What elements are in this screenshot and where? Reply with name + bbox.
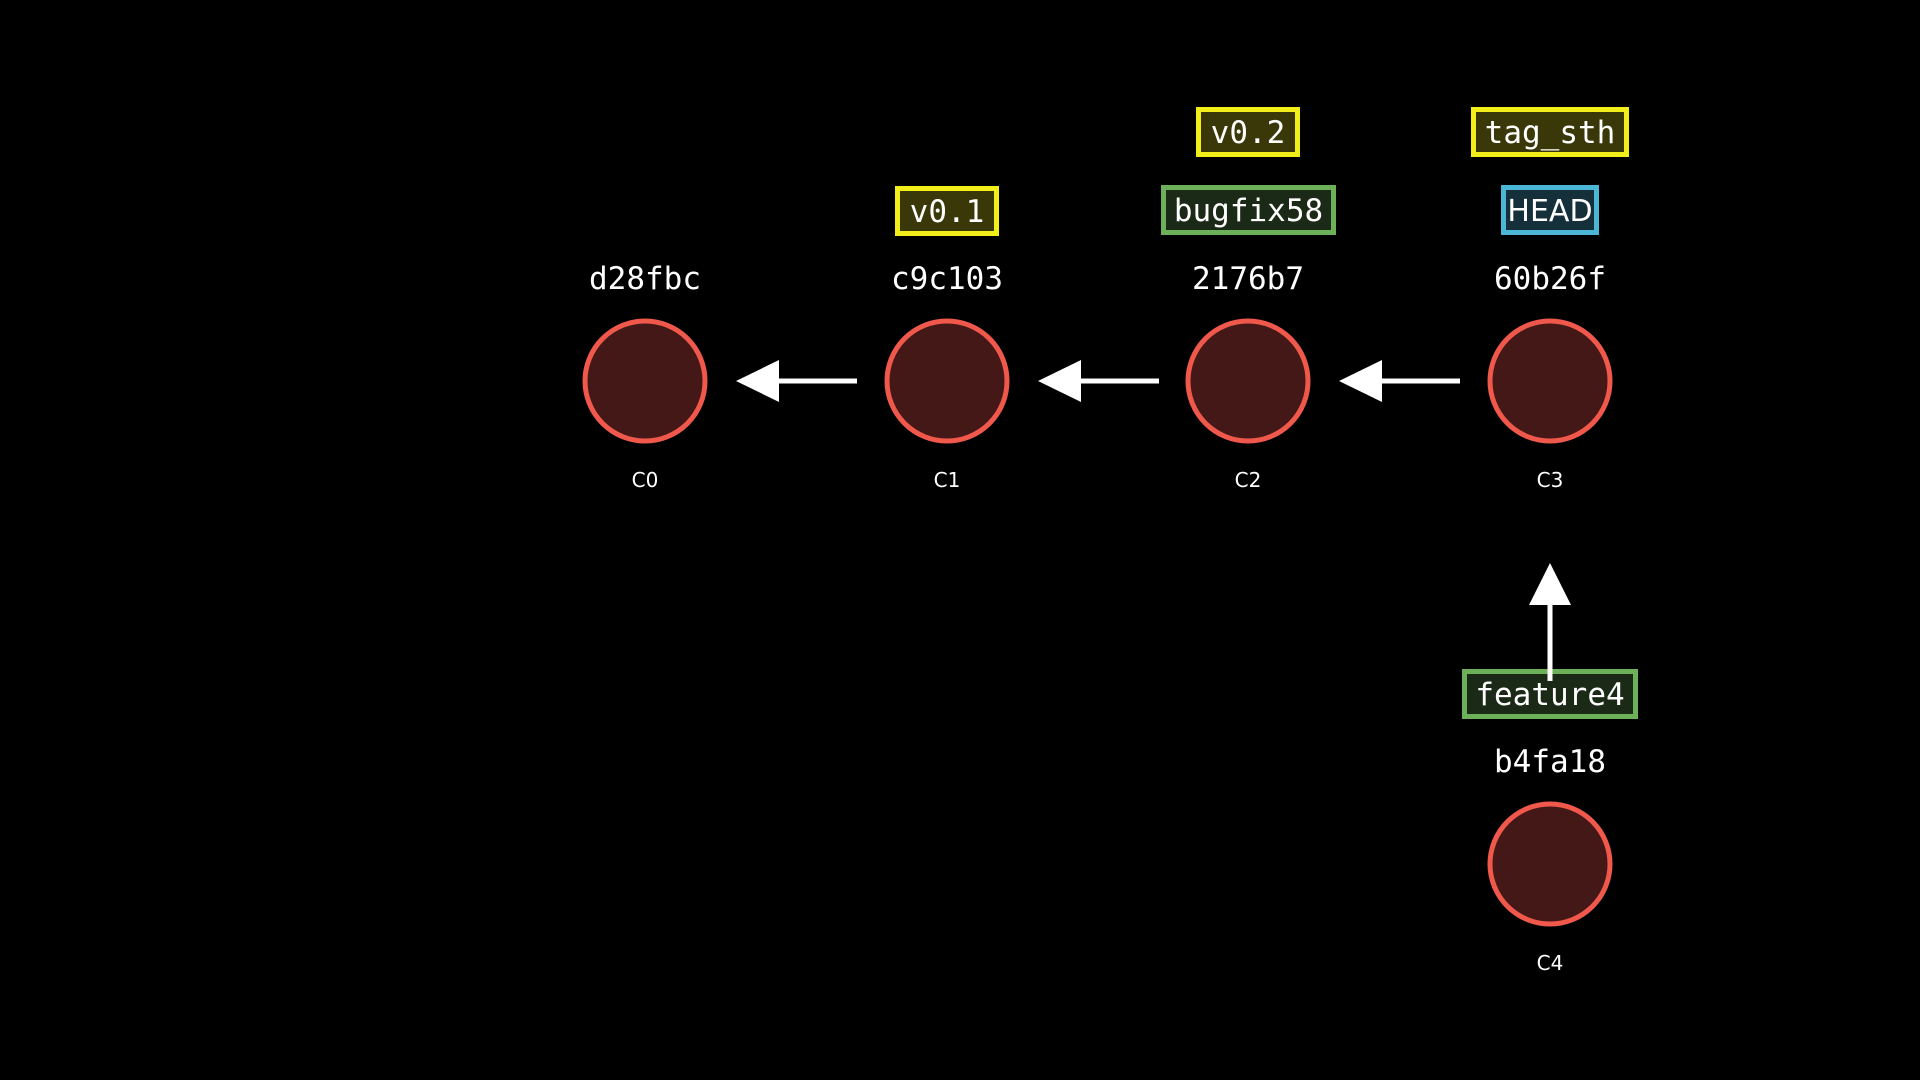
- commit-circle[interactable]: [1487, 318, 1613, 444]
- parent-arrow: [1339, 360, 1460, 402]
- head-label-HEAD[interactable]: HEAD: [1501, 185, 1599, 235]
- commit-id: C2: [1235, 468, 1262, 492]
- commit-id: C4: [1537, 951, 1564, 975]
- tag-label-v0.2[interactable]: v0.2: [1196, 107, 1300, 157]
- commit-circle[interactable]: [884, 318, 1010, 444]
- tag-label-v0.1[interactable]: v0.1: [895, 186, 999, 236]
- ref-text: tag_sth: [1485, 115, 1616, 151]
- branch-label-feature4[interactable]: feature4: [1462, 669, 1638, 719]
- commit-id: C0: [632, 468, 659, 492]
- commit-id: C1: [934, 468, 961, 492]
- commit-circle[interactable]: [1487, 801, 1613, 927]
- ref-text: v0.2: [1211, 115, 1286, 151]
- commit-id: C3: [1537, 468, 1564, 492]
- branch-arrow: [1529, 563, 1571, 681]
- commit-circle[interactable]: [582, 318, 708, 444]
- ref-text: feature4: [1475, 677, 1624, 713]
- commit-hash: c9c103: [891, 261, 1003, 297]
- parent-arrow: [736, 360, 857, 402]
- commit-circle[interactable]: [1185, 318, 1311, 444]
- ref-text: v0.1: [910, 194, 985, 230]
- tag-label-tag_sth[interactable]: tag_sth: [1471, 107, 1629, 157]
- commit-hash: d28fbc: [589, 261, 701, 297]
- commit-hash: 60b26f: [1494, 261, 1606, 297]
- branch-label-bugfix58[interactable]: bugfix58: [1161, 185, 1336, 235]
- ref-text: HEAD: [1507, 194, 1592, 229]
- commit-hash: 2176b7: [1192, 261, 1304, 297]
- commit-hash: b4fa18: [1494, 744, 1606, 780]
- ref-text: bugfix58: [1174, 193, 1323, 229]
- parent-arrow: [1038, 360, 1159, 402]
